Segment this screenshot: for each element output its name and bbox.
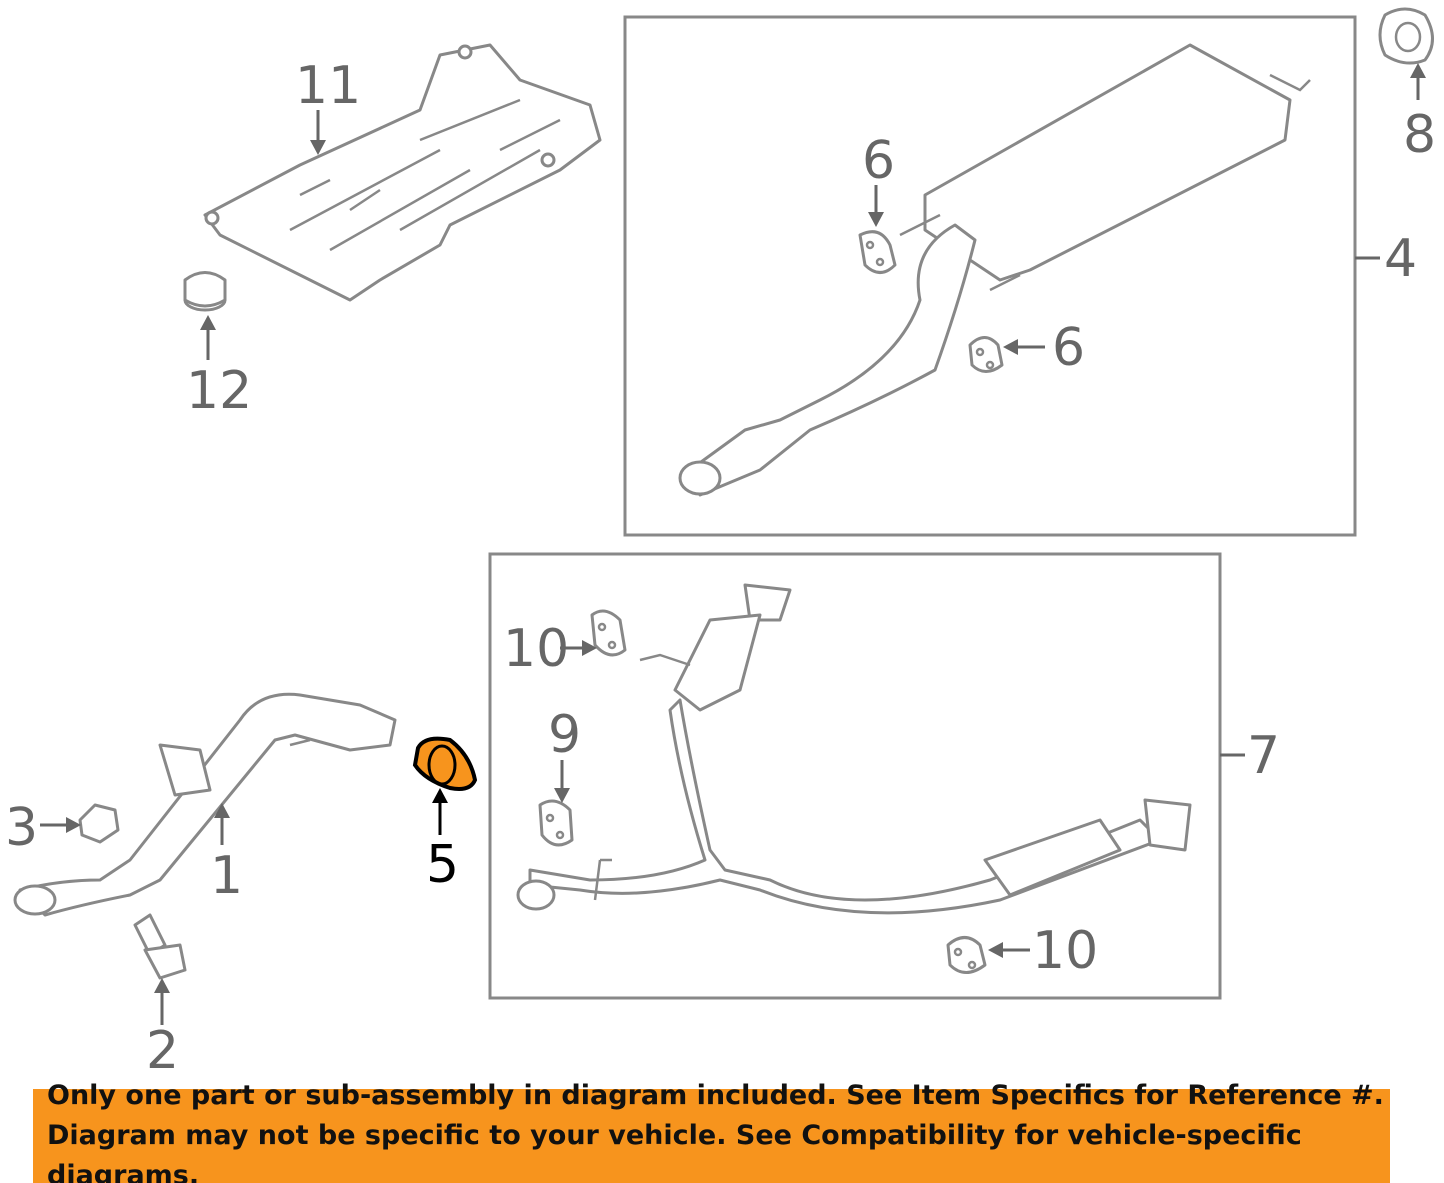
callout-8: 8 [1403,105,1436,165]
heat-shield-part [203,43,602,302]
rear-muffler-part [678,43,1311,497]
callout-3: 3 [5,798,38,858]
disclaimer-line-2: Diagram may not be specific to your vehi… [47,1120,1302,1183]
gasket-part [1378,7,1434,65]
center-pipe-assembly-box [488,552,1222,1000]
callout-5: 5 [426,835,459,895]
callout-11: 11 [295,56,361,116]
nut-part [183,271,227,312]
callout-4: 4 [1384,229,1417,289]
hanger-part [590,609,627,657]
callout-12: 12 [186,361,252,421]
rear-muffler-assembly-box [623,15,1357,537]
callout-10: 10 [1032,921,1098,981]
callout-7: 7 [1247,726,1280,786]
center-pipe-part [516,583,1192,915]
callout-6: 6 [862,131,895,191]
hanger-part [968,336,1004,373]
hanger-part [538,799,574,847]
callout-6: 6 [1052,318,1085,378]
callout-2: 2 [146,1021,179,1081]
hanger-part [858,230,897,274]
highlighted-gasket-part [412,736,478,791]
hanger-part [946,936,987,974]
bolt-part [133,913,187,980]
callout-10: 10 [503,619,569,679]
callout-1: 1 [210,846,243,906]
disclaimer-line-1: Only one part or sub-assembly in diagram… [47,1080,1384,1111]
front-pipe-part [13,692,397,917]
callout-9: 9 [548,705,581,765]
callout-arrows [40,63,1426,1025]
nut-part [78,803,120,844]
disclaimer-banner: Only one part or sub-assembly in diagram… [33,1080,1390,1183]
